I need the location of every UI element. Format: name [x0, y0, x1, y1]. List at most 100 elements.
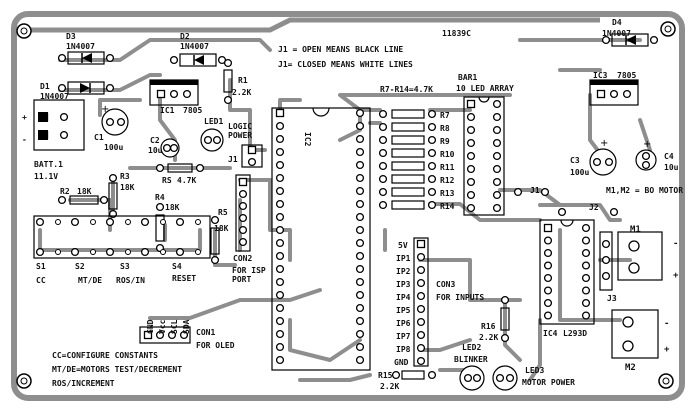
ic2-pin [275, 238, 285, 248]
ic4-pin [581, 273, 591, 283]
led1-pad [212, 135, 222, 145]
ic2-pin [355, 199, 365, 209]
bar1-pin [492, 99, 502, 109]
ic2-pin [355, 134, 365, 144]
bar1-pin [466, 151, 476, 161]
ic2-pin [275, 186, 285, 196]
m1-screw [628, 240, 640, 252]
ic2-pin [355, 173, 365, 183]
pcb-trace [298, 373, 372, 382]
r5-label: R5 [218, 208, 228, 217]
bar1-pin [492, 164, 502, 174]
ic4-pin [543, 273, 553, 283]
con1-pin-sda: SDA [182, 319, 191, 334]
diode-symbol [82, 53, 92, 63]
resistor-r2 [69, 195, 99, 205]
m1-plus: + [673, 271, 679, 281]
diode-d1 [67, 81, 105, 95]
s2-label: S2 [75, 262, 85, 271]
ic2-pin [355, 212, 365, 222]
switch-pin [125, 219, 131, 225]
j2-pad [609, 207, 619, 217]
pcb-trace [38, 228, 202, 252]
c4-pad [641, 160, 651, 170]
ic2-pin [355, 147, 365, 157]
ic3-pad [596, 89, 606, 99]
con3-desc: FOR INPUTS [436, 293, 485, 302]
ic4-pin [543, 311, 553, 320]
ic4-body [539, 219, 595, 325]
j3-label: J3 [607, 294, 617, 303]
ic2-pin [275, 316, 285, 326]
battery-pad [59, 130, 69, 140]
r10-label: R10 [440, 150, 455, 159]
con3-pin-ip6: IP6 [396, 319, 411, 328]
con2-pin [238, 237, 248, 247]
ic2-pin [275, 108, 285, 118]
switch-pad [175, 217, 185, 227]
con1-pin [143, 330, 153, 340]
r2-pad [99, 195, 109, 205]
resistor-array [391, 109, 425, 119]
led1-label: LED1 [204, 117, 224, 126]
switch-pad [35, 217, 45, 227]
switch-pad [140, 247, 150, 257]
ic2-pin [275, 303, 285, 313]
r2-label: R2 [60, 187, 70, 196]
d4-part: 1N4007 [602, 29, 631, 38]
legend-cc: CC=CONFIGURE CONSTANTS [52, 351, 158, 360]
r1-label: R1 [238, 76, 248, 85]
r-array-pad [427, 174, 437, 184]
con1-pin [179, 330, 189, 340]
ic2-pin [355, 264, 365, 274]
r2-pad [57, 195, 67, 205]
bar1-pin [466, 99, 476, 109]
r-array-pad [378, 148, 388, 158]
led3-pad [495, 373, 505, 383]
c2-pad [169, 143, 179, 153]
con3-pin [416, 291, 426, 301]
switch-pad [105, 217, 115, 227]
ic4-pin [581, 286, 591, 295]
motor-note: M1,M2 = BO MOTOR [606, 186, 684, 195]
bar1-pin [492, 112, 502, 122]
bar1-pin [466, 190, 476, 200]
batt-voltage: 11.1V [34, 172, 59, 181]
con1-label: CON1 [196, 328, 216, 337]
batt-plus: + [22, 113, 27, 122]
resistor-array [391, 174, 425, 184]
r-array-pad [427, 109, 437, 119]
con1-pin [155, 330, 165, 340]
rs-pad [195, 163, 205, 173]
con2-pin [238, 177, 248, 187]
ic2-pin [275, 160, 285, 170]
con3-pin [416, 317, 426, 327]
r3-label: R3 [120, 172, 130, 181]
switch-pad [105, 247, 115, 257]
pcb-trace [238, 178, 292, 262]
r15-label: R15 [378, 371, 393, 380]
switch-pad [140, 217, 150, 227]
ic2-pin [275, 264, 285, 274]
switch-pin [195, 219, 201, 225]
con2-pin [238, 213, 248, 223]
r7-label: R7 [440, 111, 450, 120]
legend-ros: ROS/INCREMENT [52, 379, 115, 388]
r-array-pad [427, 148, 437, 158]
diode-symbol [194, 55, 204, 65]
led3-desc: MOTOR POWER [522, 378, 575, 387]
note-closed: J1= CLOSED MEANS WHITE LINES [278, 60, 413, 69]
connector-con1 [139, 326, 191, 344]
con1-pin [167, 330, 177, 340]
j1b-pad [513, 187, 523, 197]
c2-val: 10u [148, 146, 163, 155]
c2-pad [162, 143, 172, 153]
battery-pad [59, 112, 69, 122]
bar1-pin [492, 138, 502, 148]
r-array-pad [378, 200, 388, 210]
resistor-array [391, 148, 425, 158]
c3-pad [604, 157, 614, 167]
ic4-pin [543, 298, 553, 308]
led2-label: LED2 [462, 343, 482, 352]
ic3-label: IC3 [593, 71, 608, 80]
